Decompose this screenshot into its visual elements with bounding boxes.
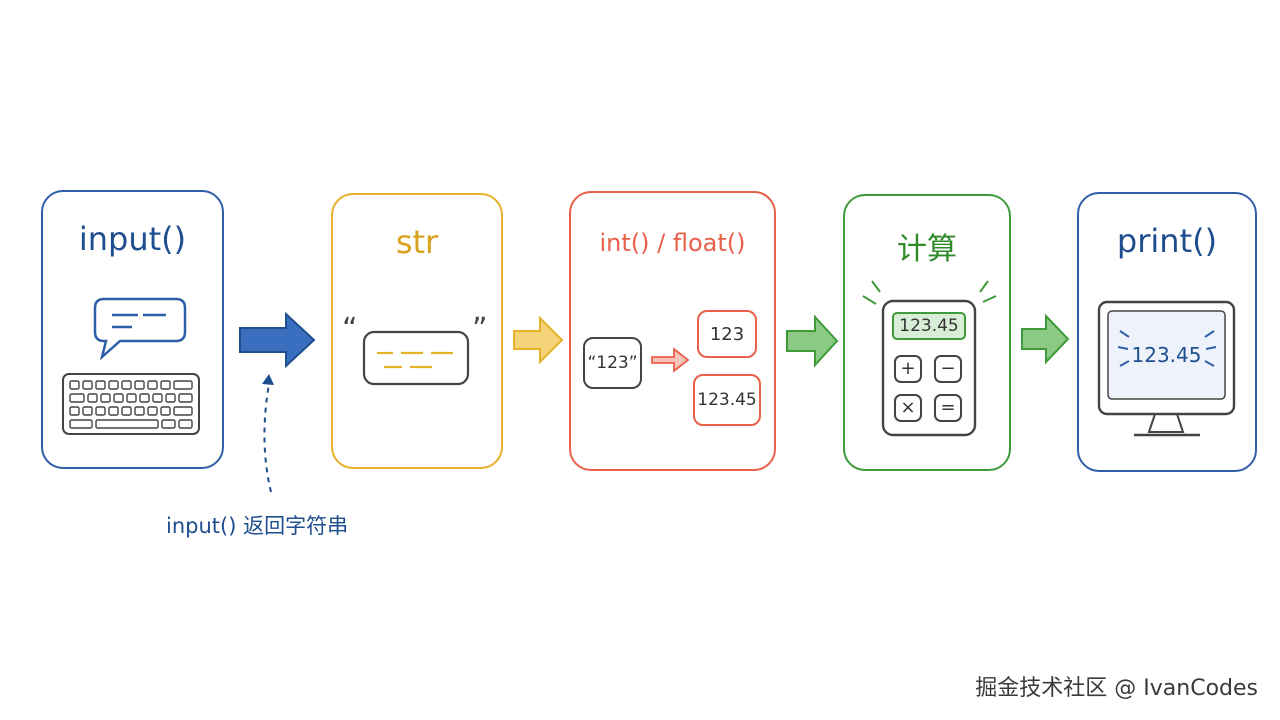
input-stage-title: input() [78, 220, 187, 258]
float-result-value: 123.45 [697, 390, 757, 410]
print-stage-title: print() [1116, 222, 1218, 260]
annotation-text: input() 返回字符串 [166, 514, 349, 538]
convert-stage-title: int() / float() [599, 229, 746, 257]
times-key-label: × [900, 397, 916, 418]
minus-key-label: − [940, 358, 956, 379]
string-source-value: “123” [587, 353, 638, 373]
string-source-box: “123” [583, 337, 642, 389]
int-result-value: 123 [709, 323, 745, 345]
monitor-display-value: 123.45 [1131, 343, 1202, 367]
str-stage-card: str [331, 193, 503, 469]
close-quote: ” [472, 312, 488, 347]
str-stage-title: str [395, 223, 439, 261]
input-stage-card: input() [41, 190, 224, 469]
equals-key-label: = [940, 397, 956, 418]
print-stage-card: print() [1077, 192, 1257, 472]
compute-stage-card: 计算 [843, 194, 1011, 471]
int-result-box: 123 [697, 310, 757, 358]
plus-key-label: + [900, 358, 916, 379]
calculator-display-value: 123.45 [899, 316, 959, 336]
watermark: 掘金技术社区 @ IvanCodes [975, 676, 1258, 701]
open-quote: “ [342, 312, 358, 347]
float-result-box: 123.45 [693, 374, 761, 426]
convert-stage-card: int() / float() [569, 191, 776, 471]
compute-stage-title: 计算 [897, 232, 957, 267]
